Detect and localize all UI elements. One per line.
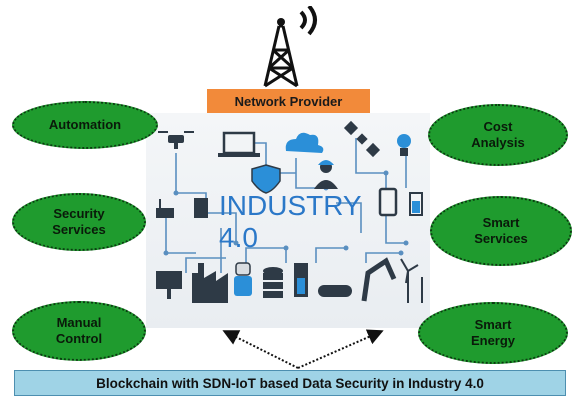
shield-icon bbox=[251, 164, 281, 194]
worker-icon bbox=[314, 160, 338, 189]
node-cost-analysis: Cost Analysis bbox=[428, 104, 568, 166]
smartphone-icon bbox=[378, 187, 398, 217]
node-security-services-label: Security Services bbox=[52, 206, 106, 237]
laptop-icon bbox=[218, 131, 260, 157]
circuit-lines bbox=[156, 120, 423, 303]
robotic-arm-icon bbox=[361, 257, 397, 302]
solar-panel-icon bbox=[156, 271, 182, 299]
caption-text: Blockchain with SDN-IoT based Data Secur… bbox=[96, 375, 484, 391]
chip-icon bbox=[194, 198, 208, 218]
industry-title: INDUSTRY 4.0 bbox=[219, 190, 362, 253]
node-manual-control: Manual Control bbox=[12, 301, 146, 361]
battery-icon bbox=[409, 192, 423, 216]
router-icon bbox=[156, 199, 174, 218]
node-smart-energy-label: Smart Energy bbox=[470, 317, 516, 348]
industry-panel: INDUSTRY 4.0 bbox=[146, 113, 430, 328]
drone-icon bbox=[158, 131, 194, 149]
node-automation: Automation bbox=[12, 101, 158, 149]
node-automation-label: Automation bbox=[48, 117, 122, 132]
machine-icon bbox=[294, 263, 308, 297]
node-smart-energy: Smart Energy bbox=[418, 302, 568, 364]
node-manual-control-label: Manual Control bbox=[55, 315, 103, 346]
node-smart-services-label: Smart Services bbox=[474, 215, 528, 246]
conveyor-icon bbox=[318, 285, 352, 297]
node-security-services: Security Services bbox=[12, 193, 146, 251]
cloud-icon bbox=[285, 132, 324, 153]
database-icon bbox=[263, 267, 283, 298]
factory-icon bbox=[192, 263, 228, 303]
network-provider-label: Network Provider bbox=[207, 89, 370, 113]
robot-icon bbox=[234, 262, 252, 296]
antenna-tower-icon bbox=[263, 6, 317, 88]
node-smart-services: Smart Services bbox=[430, 196, 572, 266]
connector-arrows bbox=[222, 329, 384, 369]
caption-bar: Blockchain with SDN-IoT based Data Secur… bbox=[14, 370, 566, 396]
wind-turbine-icon bbox=[400, 258, 423, 303]
node-cost-analysis-label: Cost Analysis bbox=[471, 119, 525, 150]
lightbulb-icon bbox=[397, 134, 411, 156]
satellite-icon bbox=[343, 120, 381, 158]
